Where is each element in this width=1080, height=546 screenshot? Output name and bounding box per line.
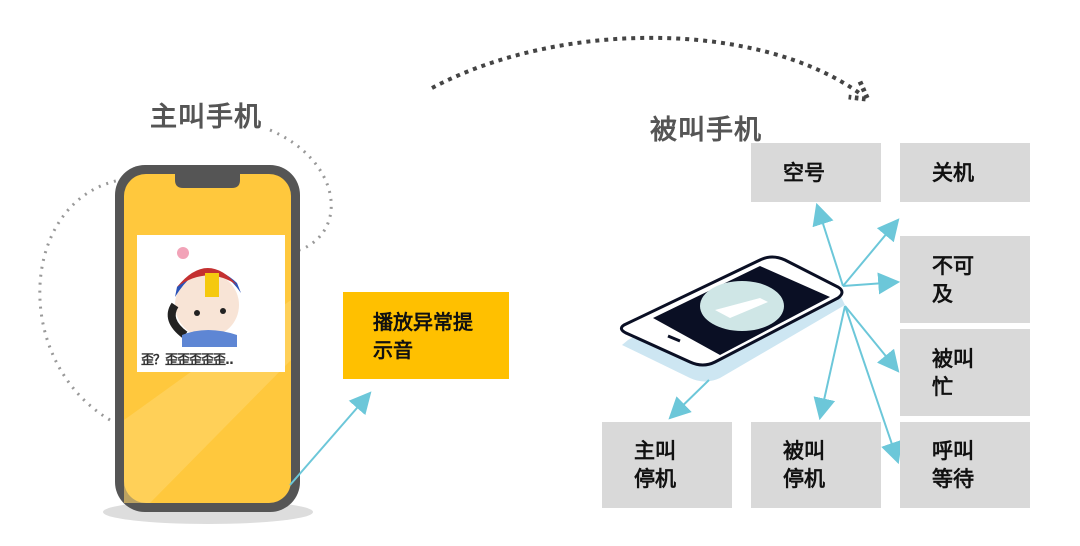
caller-sticker-image: 歪？歪歪歪歪歪.. (137, 235, 285, 372)
caller-title: 主叫手机 (150, 102, 262, 133)
transfer-arrow (431, 35, 862, 95)
state-callee-busy: 被叫忙 (900, 329, 1030, 416)
state-callee-suspended: 被叫停机 (751, 422, 881, 508)
sticker-caption: 歪？歪歪歪歪歪.. (141, 353, 234, 368)
play-tone-label: 播放异常提示音 (373, 310, 473, 362)
state-label: 空号 (783, 160, 825, 185)
state-label: 被叫忙 (932, 346, 974, 399)
state-unreachable: 不可及 (900, 236, 1030, 323)
callee-title: 被叫手机 (650, 115, 762, 146)
state-call-waiting: 呼叫等待 (900, 422, 1030, 508)
state-arrows (668, 202, 903, 465)
state-power-off: 关机 (900, 143, 1030, 202)
state-label: 呼叫等待 (932, 439, 974, 491)
play-abnormal-tone-box: 播放异常提示音 (343, 292, 509, 379)
state-caller-suspended: 主叫停机 (602, 422, 732, 508)
state-label: 主叫停机 (634, 439, 676, 491)
state-label: 被叫停机 (783, 439, 825, 491)
play-tone-arrow (289, 391, 372, 486)
callee-phone (619, 255, 845, 382)
state-empty-number: 空号 (751, 143, 881, 202)
state-label: 不可及 (932, 253, 974, 306)
state-label: 关机 (932, 160, 974, 185)
